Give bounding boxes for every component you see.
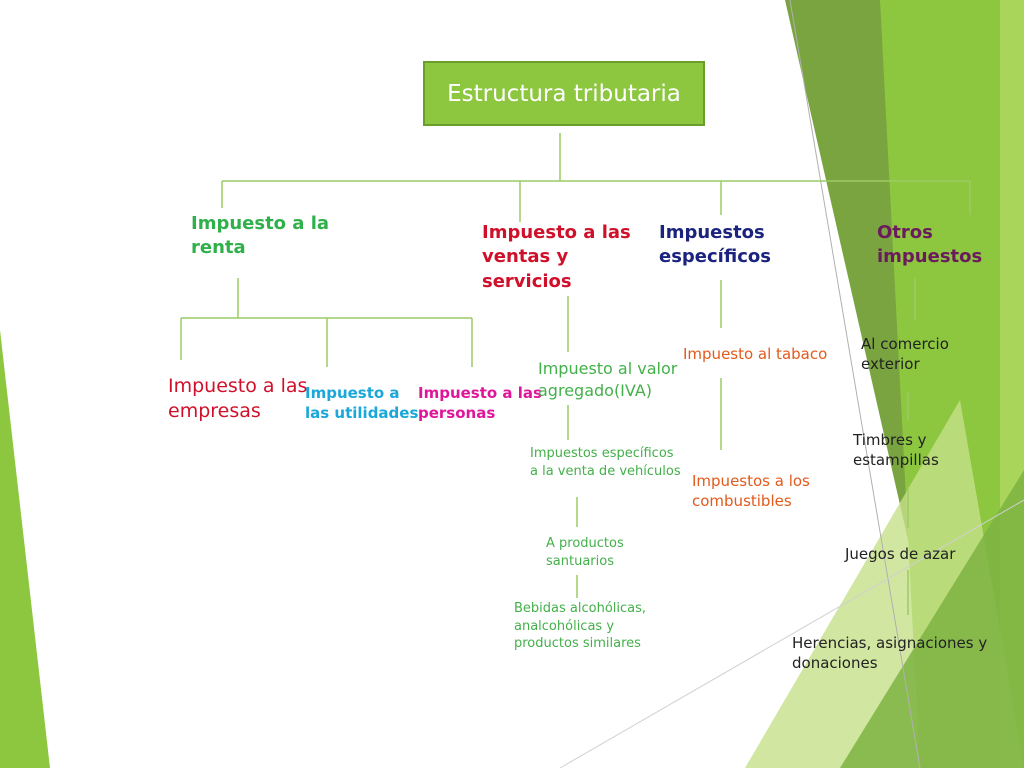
branch-especificos-title: Impuestos específicos — [659, 222, 771, 268]
thin-diagonal-line-2 — [559, 499, 1024, 768]
root-title: Estructura tributaria — [447, 80, 681, 107]
node-comercio-exterior: Al comercio exterior — [861, 335, 949, 374]
node-impuesto-empresas: Impuesto a las empresas — [168, 375, 308, 422]
thin-diagonal-line — [789, 0, 921, 768]
branch-ventas-title: Impuesto a las ventas y servicios — [482, 222, 631, 292]
node-herencias: Herencias, asignaciones y donaciones — [792, 634, 988, 673]
node-impuesto-utilidades: Impuesto a las utilidades — [305, 384, 419, 423]
node-combustibles: Impuestos a los combustibles — [692, 472, 810, 511]
node-iva: Impuesto al valor agregado(IVA) — [538, 359, 678, 400]
branch-renta-title: Impuesto a la renta — [191, 213, 330, 259]
node-vehiculos: Impuestos específicos a la venta de vehí… — [530, 446, 681, 479]
left-green-stripe — [0, 330, 50, 768]
node-suntuarios: A productos santuarios — [546, 536, 624, 569]
node-timbres: Timbres y estampillas — [853, 431, 939, 470]
root-node-estructura-tributaria: Estructura tributaria — [423, 61, 705, 126]
node-tabaco: Impuesto al tabaco — [683, 345, 828, 363]
lower-mid-triangle — [840, 470, 1024, 768]
node-bebidas: Bebidas alcohólicas, analcohólicas y pro… — [514, 601, 647, 652]
node-impuesto-personas: Impuesto a las personas — [418, 384, 542, 423]
node-juegos-azar: Juegos de azar — [845, 545, 956, 563]
branch-otros-title: Otros impuestos — [877, 222, 983, 268]
